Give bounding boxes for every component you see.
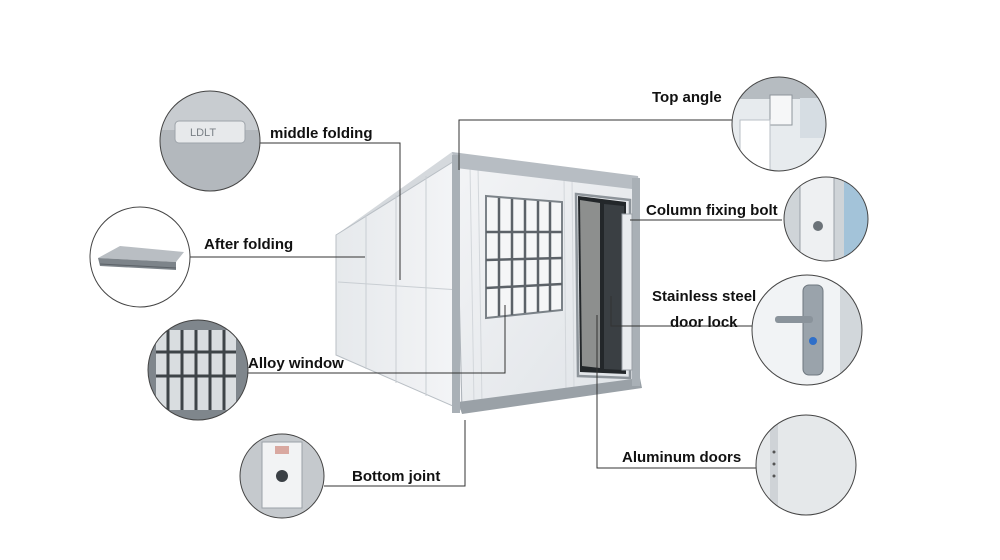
detail-photo-stamp: LDLT	[190, 127, 216, 139]
detail-photo-aluminum-door	[755, 414, 857, 516]
label-after-folding: After folding	[204, 236, 294, 253]
container-building	[335, 152, 642, 414]
container-door	[574, 192, 633, 380]
label-stainless-steel: Stainless steel	[652, 288, 757, 305]
label-middle-folding: middle folding	[270, 125, 373, 142]
label-column-fixing-bolt: Column fixing bolt	[646, 202, 778, 219]
detail-photo-top-angle	[731, 76, 827, 172]
label-aluminum-doors: Aluminum doors	[622, 449, 742, 466]
container-window	[485, 194, 563, 320]
detail-photo-alloy-window	[147, 319, 249, 421]
leader-lines	[190, 119, 782, 487]
detail-photo-bottom-joint	[239, 433, 325, 519]
detail-photo-door-lock	[751, 274, 863, 386]
detail-photo-after-folding	[89, 206, 191, 308]
label-bottom-joint: Bottom joint	[352, 468, 441, 485]
detail-photo-column-bolt	[783, 176, 869, 262]
label-alloy-window: Alloy window	[248, 355, 344, 372]
label-top-angle: Top angle	[652, 89, 722, 106]
label-door-lock: door lock	[670, 314, 738, 331]
detail-photo-middle-folding: LDLT	[159, 90, 261, 192]
